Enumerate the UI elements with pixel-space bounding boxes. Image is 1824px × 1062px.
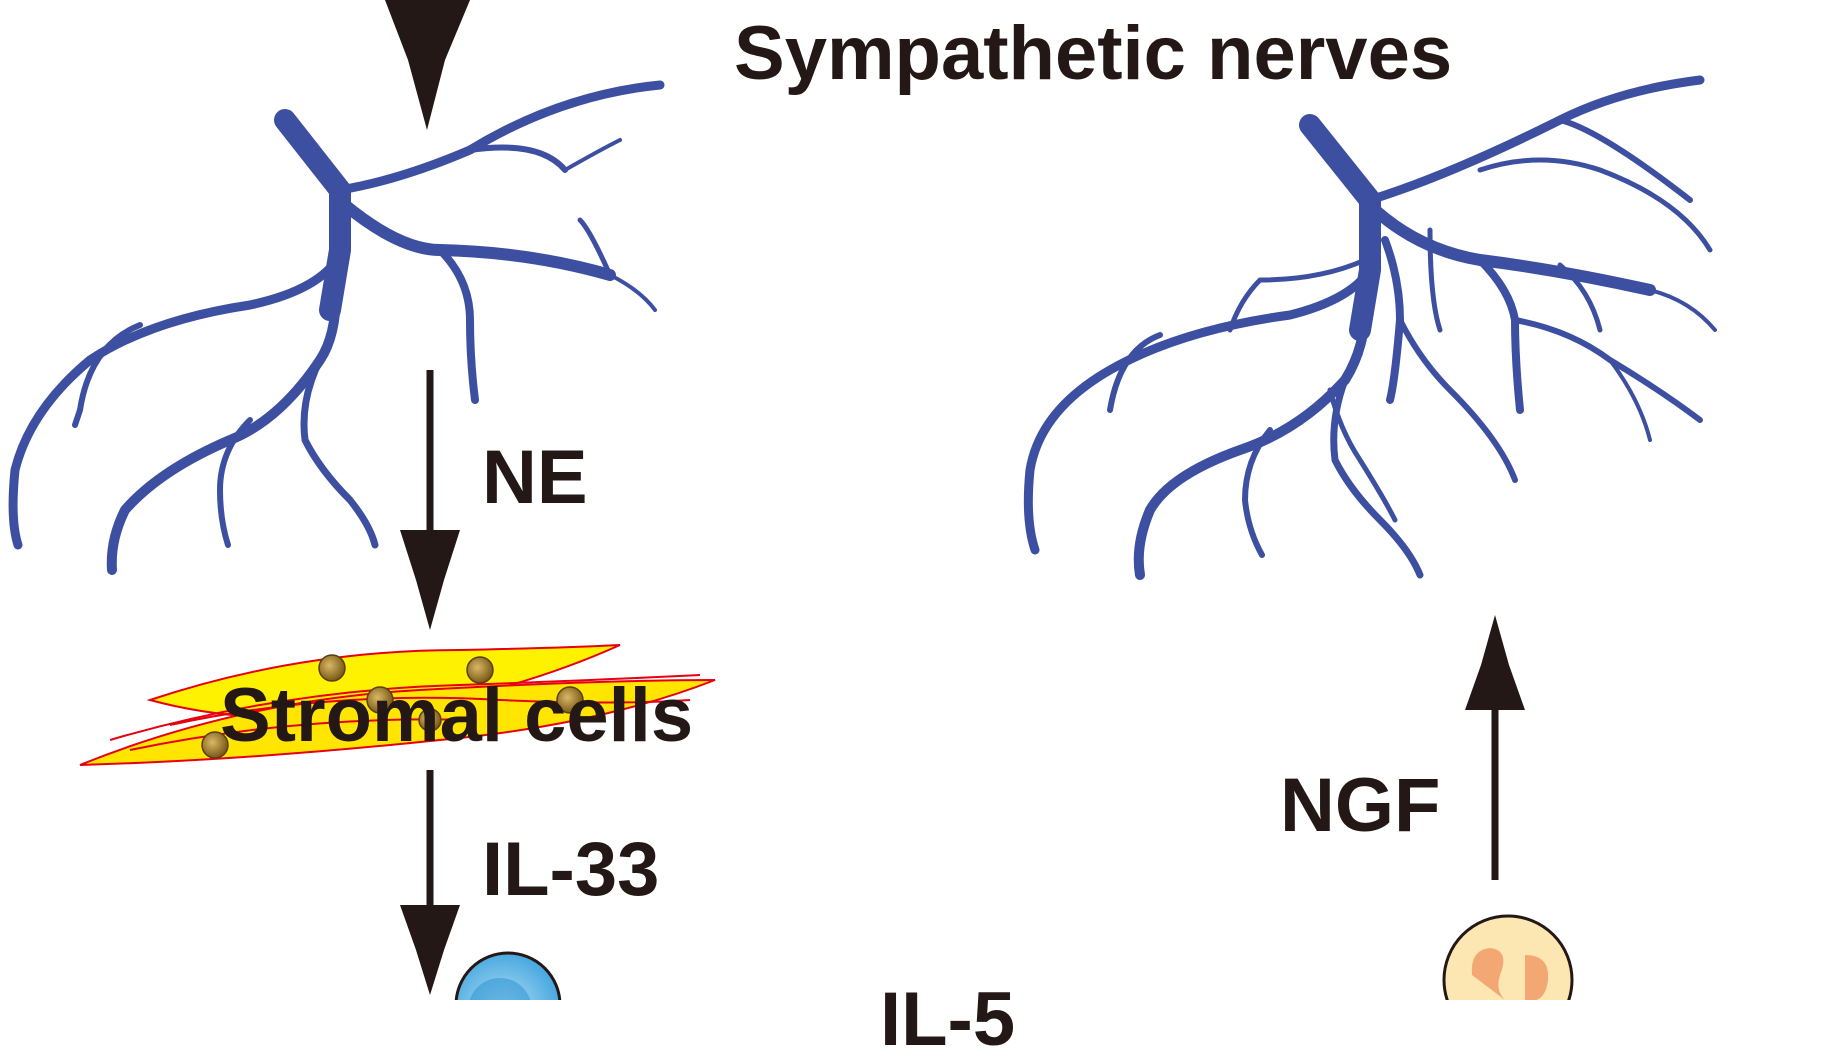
pathway-diagram xyxy=(8,0,1717,1000)
top-incoming-arrowhead-icon xyxy=(385,0,470,130)
il5-label: IL-5 xyxy=(880,977,1016,1062)
il33-label: IL-33 xyxy=(482,827,660,912)
sympathetic-nerve-right-icon xyxy=(1023,75,1717,580)
sympathetic-nerve-left-icon xyxy=(8,80,665,575)
stromal-cells-label: Stromal cells xyxy=(220,673,694,758)
il33-arrow-icon xyxy=(400,770,460,995)
ngf-arrow-icon xyxy=(1465,615,1525,880)
ne-label: NE xyxy=(482,435,588,520)
sympathetic-nerves-title: Sympathetic nerves xyxy=(734,11,1453,96)
ilc2-cell-icon xyxy=(454,951,562,1000)
ngf-label: NGF xyxy=(1280,763,1441,848)
eosinophil-cell-icon xyxy=(1442,914,1574,1000)
ne-arrow-icon xyxy=(400,370,460,630)
stromal-cells-icon xyxy=(79,644,716,766)
